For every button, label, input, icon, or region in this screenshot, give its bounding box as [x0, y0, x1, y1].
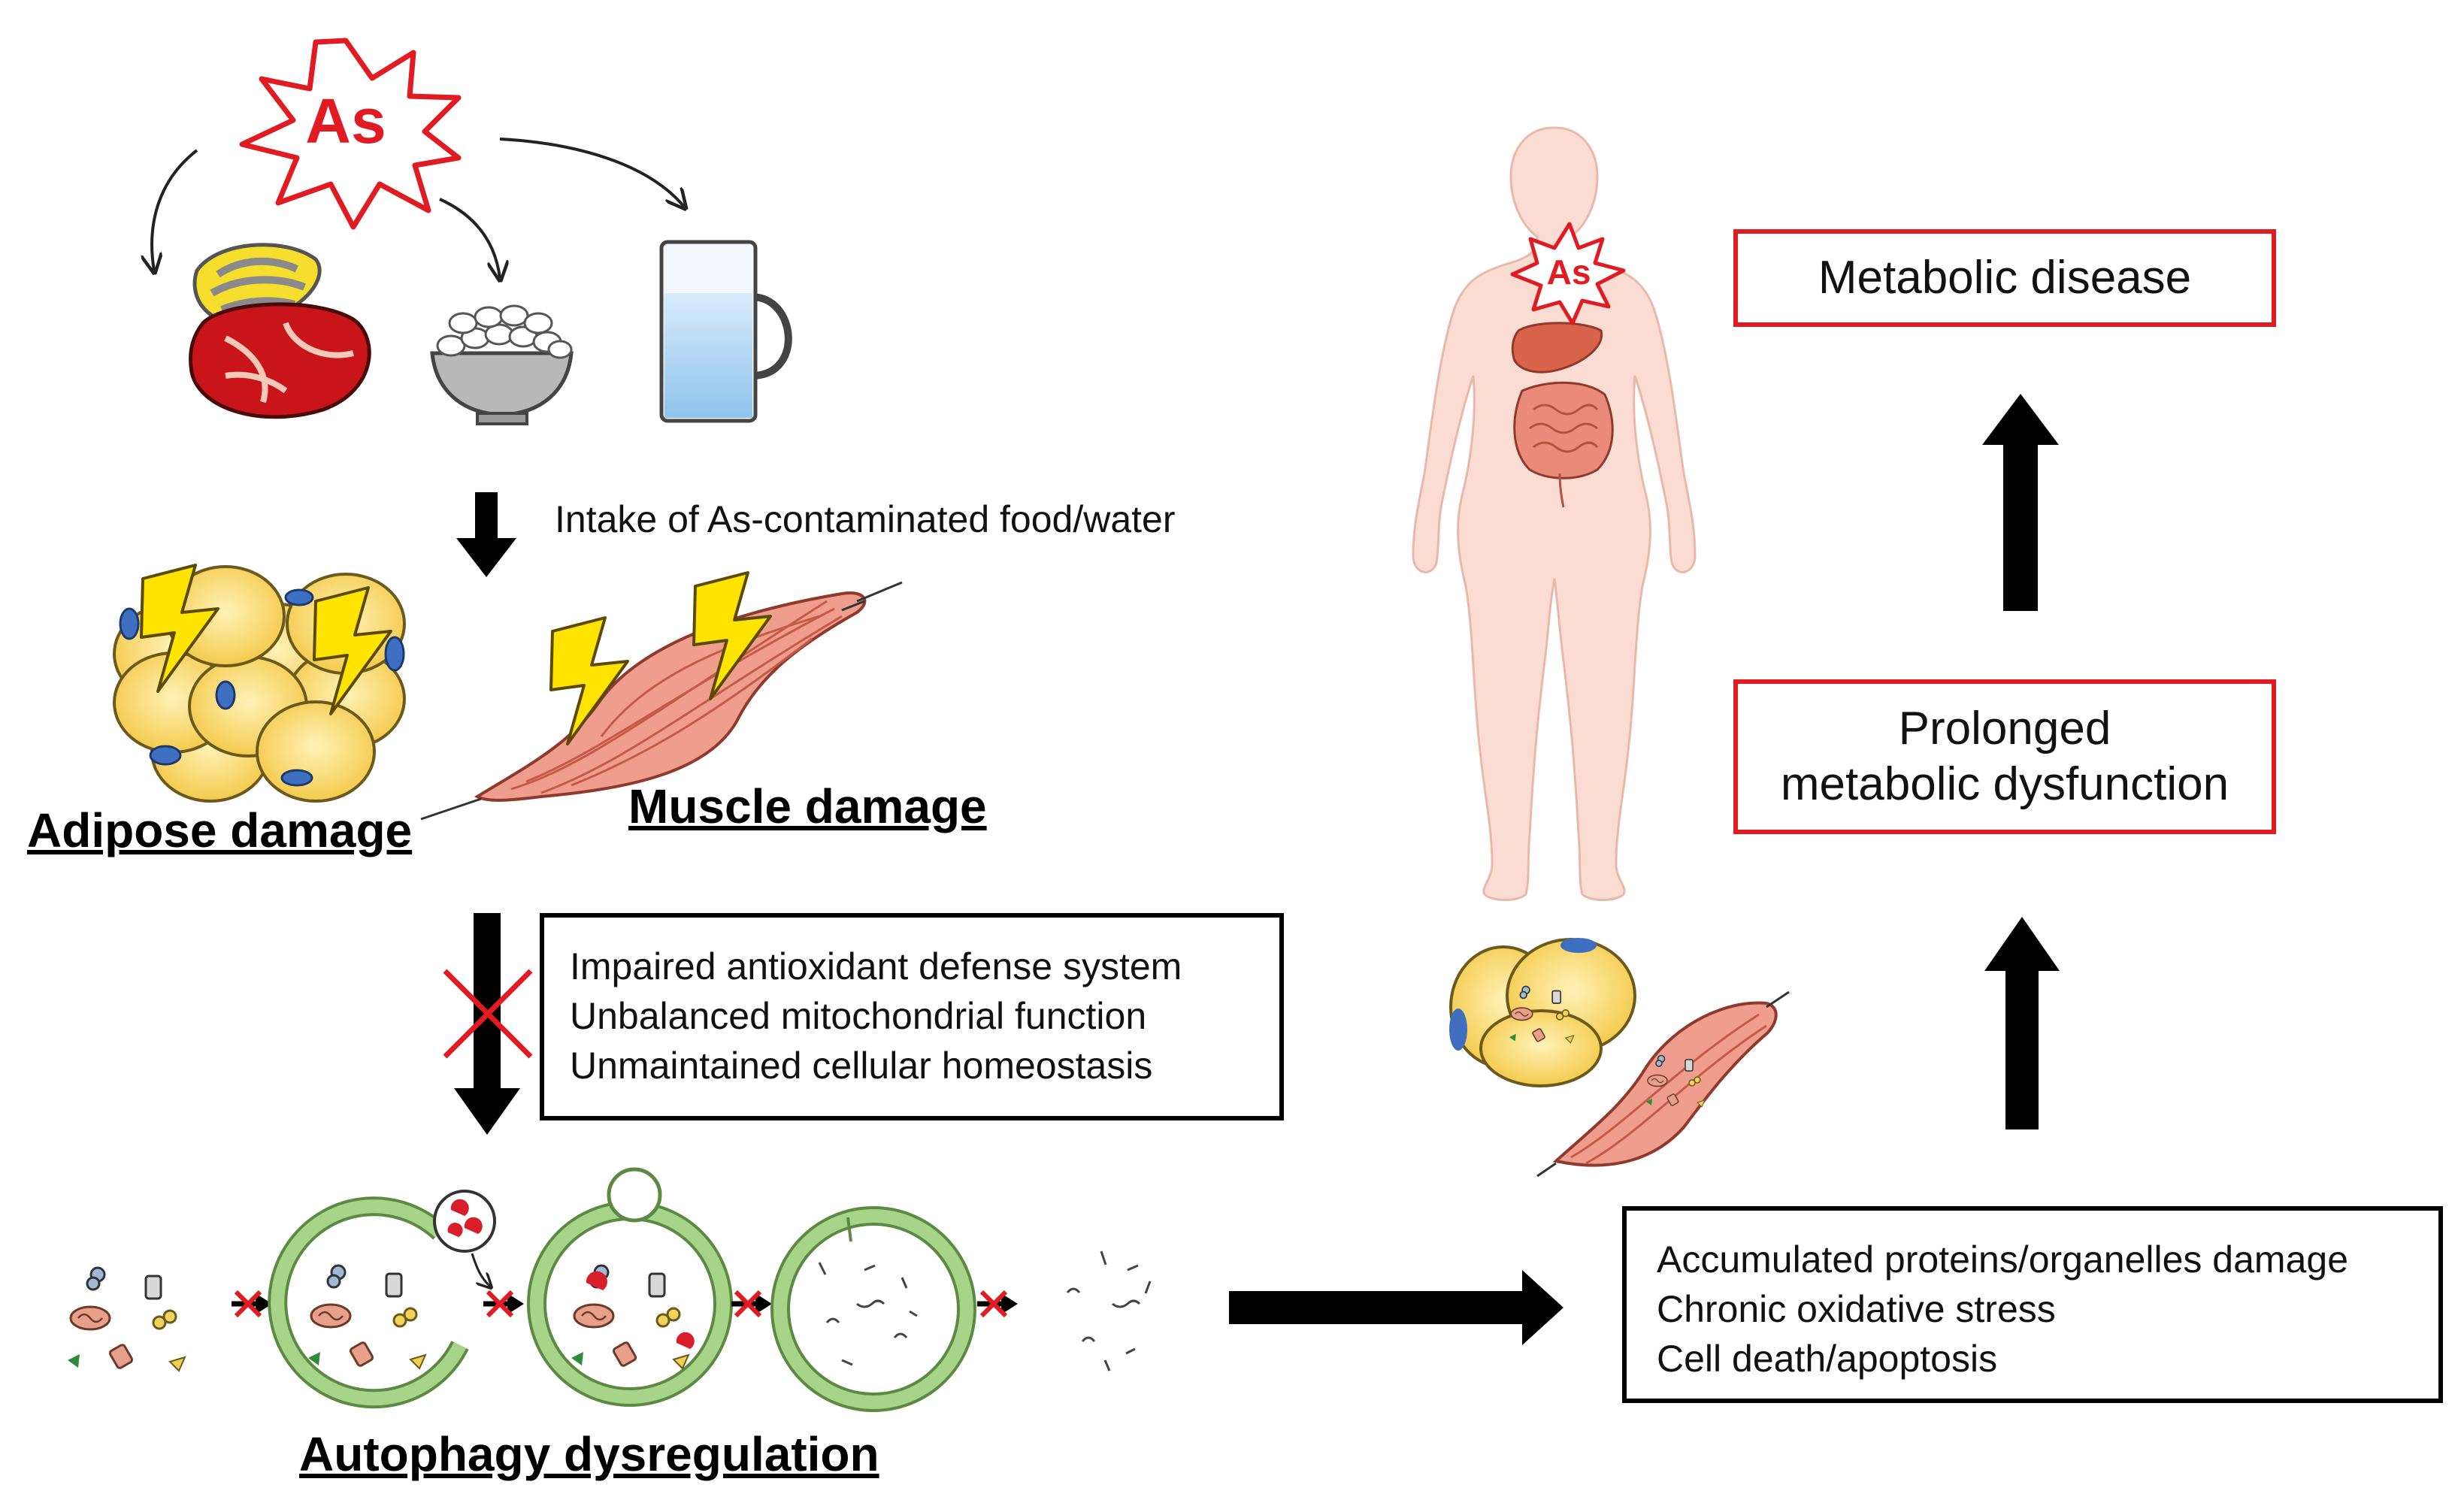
prolonged-dysfunction-box: Prolonged metabolic dysfunction [1733, 679, 2276, 834]
damaged-adipocytes [1449, 938, 1636, 1087]
lysosome-bubble [433, 1190, 496, 1287]
autophagosome [527, 1167, 733, 1407]
adipose-tissue [113, 565, 406, 803]
phagophore [268, 1196, 469, 1409]
arsenic-body-label: As [1547, 253, 1591, 292]
autophagy-cargo-free [66, 1266, 186, 1372]
blocked-arrow [454, 913, 520, 1135]
muscle-tissue [420, 581, 903, 821]
phagophore-cargo [307, 1264, 427, 1370]
damage-line: Accumulated proteins/organelles damage [1657, 1238, 2348, 1281]
metabolic-disease-box: Metabolic disease [1733, 229, 2276, 327]
intake-label: Intake of As-contaminated food/water [555, 498, 1176, 540]
arsenic-source-label: As [305, 86, 386, 156]
blocked-step-4 [977, 1292, 1018, 1316]
defense-line: Unbalanced mitochondrial function [570, 995, 1147, 1037]
up-arrow-lower [1984, 917, 2060, 1129]
rice-bowl [430, 304, 574, 425]
defense-box: Impaired antioxidant defense system Unba… [540, 913, 1284, 1120]
degraded-fragments [1066, 1250, 1152, 1371]
arsenic-burst [239, 38, 462, 230]
source-arrows [152, 138, 684, 278]
adipose-damage-label: Adipose damage [27, 803, 413, 857]
damaged-muscle [1536, 990, 1790, 1178]
up-arrow-upper [1982, 394, 2059, 611]
autophagy-dysregulation-label: Autophagy dysregulation [299, 1427, 879, 1481]
prolonged-line: Prolonged [1898, 703, 2111, 754]
intake-arrow [456, 492, 516, 577]
damage-line: Cell death/apoptosis [1657, 1338, 1998, 1380]
meat-steak [188, 302, 371, 419]
damage-box: Accumulated proteins/organelles damage C… [1622, 1206, 2443, 1403]
damage-line: Chronic oxidative stress [1657, 1288, 2056, 1330]
defense-line: Unmaintained cellular homeostasis [570, 1045, 1153, 1087]
autophagosome-cargo [570, 1264, 695, 1370]
inhibit-cross-icon [443, 969, 533, 1059]
outcome-arrow [1229, 1270, 1563, 1345]
human-body [1412, 126, 1697, 901]
prolonged-line: metabolic dysfunction [1780, 758, 2229, 810]
autolysosome [770, 1206, 976, 1412]
blocked-step-2 [483, 1292, 524, 1316]
defense-line: Impaired antioxidant defense system [570, 945, 1182, 987]
muscle-damage-label: Muscle damage [628, 779, 987, 833]
water-glass [659, 240, 792, 423]
arsenic-body-burst [1510, 222, 1626, 325]
blocked-step-3 [731, 1292, 772, 1316]
blocked-step-1 [232, 1292, 272, 1316]
metabolic-disease-label: Metabolic disease [1818, 252, 2192, 304]
